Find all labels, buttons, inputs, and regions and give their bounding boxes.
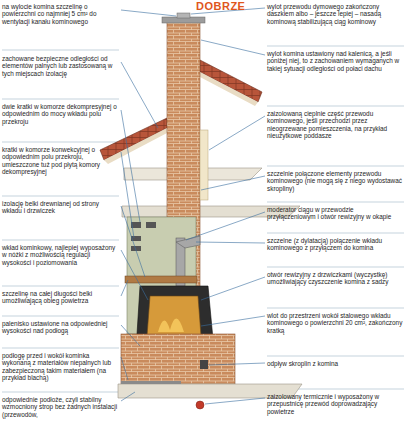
callout-text: dwie kratki w komorze dekompresyjnej o o…: [2, 103, 119, 125]
chimney-pipe: [177, 13, 190, 18]
flame: [158, 318, 184, 332]
callout-text: na wylocie komina szczelinę o powierzchn…: [2, 3, 119, 25]
callout-text: zaizolowany termicznie i wyposażony w pr…: [267, 393, 404, 415]
brick-base: [121, 334, 235, 384]
callout-text: wylot komina ustawiony nad kalenicą, a j…: [267, 50, 404, 72]
callout-text: wylot przewodu dymowego zakończony daszk…: [267, 3, 404, 25]
air-duct: [196, 401, 204, 409]
callout-text: otwór rewizyjny z drzwiczkami (wyczystkę…: [267, 271, 404, 286]
callout-text: kratki w komorze konwekcyjnej o odpowied…: [2, 146, 119, 176]
callout-text: moderator ciągu w przewodzie przyłączeni…: [267, 206, 404, 221]
roof-underside: [104, 128, 167, 164]
roof-left: [100, 118, 167, 160]
stove-glass: [147, 296, 201, 336]
callout-text: izolację belki drewnianej od strony wkła…: [2, 200, 119, 215]
floor-plate: [121, 381, 181, 384]
callout-divider: [2, 46, 404, 392]
callout-text: szczelinę na całej długości belki umożli…: [2, 290, 119, 305]
callout-text: odpływ skroplin z komina: [267, 360, 404, 367]
callout-text: wkład kominkowy, najlepiej wyposażony w …: [2, 244, 119, 266]
leader-line: [121, 8, 265, 404]
callout-text: zachowane bezpieczne odległości od eleme…: [2, 55, 119, 77]
cleanout-door: [200, 360, 208, 369]
callout-text: szczelne (z dylatacją) połączenie wkładu…: [267, 237, 404, 252]
callout-text: szczelnie połączone elementy przewodu ko…: [267, 170, 404, 192]
callout-text: odpowiednie podłoże, czyli stabilny wzmo…: [2, 396, 119, 418]
callout-text: wlot do przestrzeni wokół stalowego wkła…: [267, 312, 404, 334]
callout-text: palenisko ustawione na odpowiedniej wyso…: [2, 320, 119, 335]
callout-text: podłogę przed i wokół kominka wykonaną z…: [2, 352, 119, 382]
roof-underside: [200, 72, 258, 106]
callout-text: zaizolowaną cieplnie część przewodu komi…: [267, 110, 404, 140]
diagram-title: DOBRZE: [196, 0, 245, 12]
grille: [146, 222, 156, 228]
